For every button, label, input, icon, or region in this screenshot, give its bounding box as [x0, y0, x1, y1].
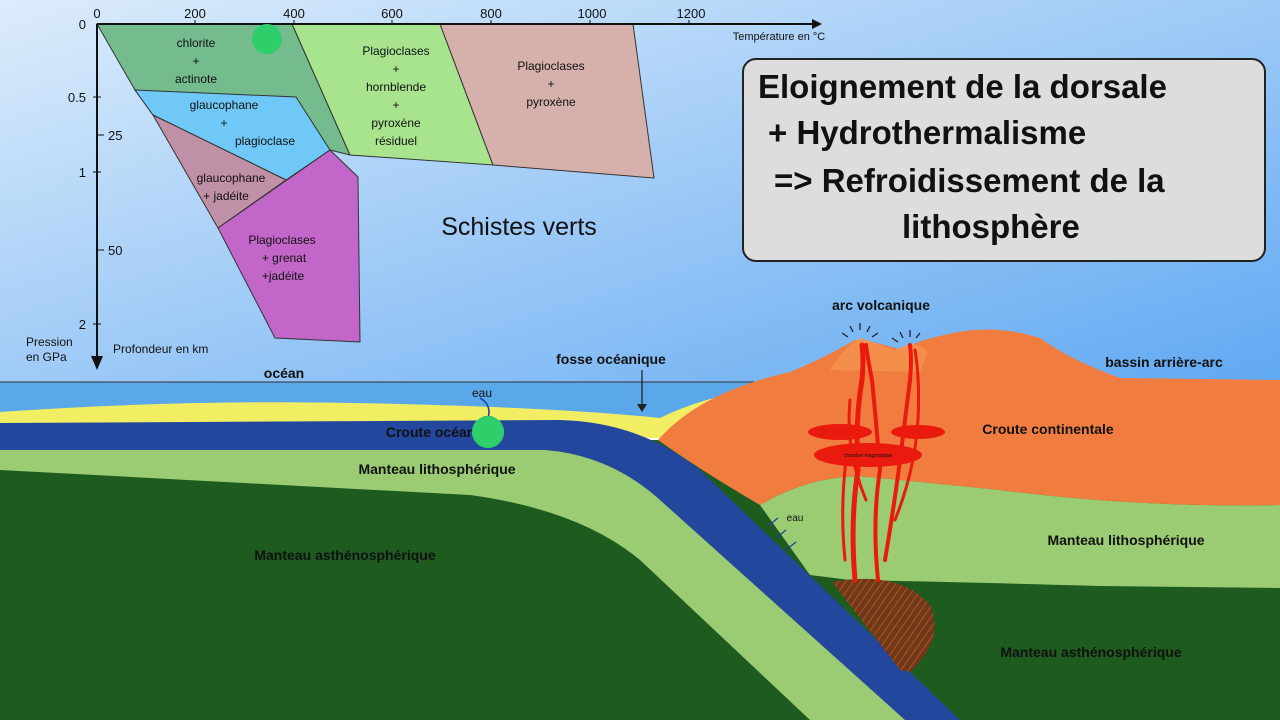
- pressure-tick-2: 2: [79, 317, 86, 332]
- schistes-verts-label: Schistes verts: [441, 213, 597, 241]
- label-manteau-litho-right: Manteau lithosphérique: [1047, 532, 1204, 548]
- temperature-ticks: [194, 20, 690, 24]
- label-arc-volcanique: arc volcanique: [832, 297, 930, 313]
- facies-glauco-jad-1: glaucophane: [197, 171, 266, 185]
- partial-melting-zone: [832, 578, 935, 672]
- depth-tick-25: 25: [108, 128, 122, 143]
- pt-diagram: 0 200 400 600 800 1000 1200 Température …: [26, 6, 825, 370]
- facies-eclogite-3: +jadéite: [262, 269, 305, 283]
- label-bassin-arriere-arc: bassin arrière-arc: [1105, 354, 1223, 370]
- facies-eclogite-1: Plagioclases: [248, 233, 315, 247]
- label-manteau-litho-left: Manteau lithosphérique: [358, 461, 515, 477]
- facies-glauco-plag-1: glaucophane: [190, 98, 259, 112]
- fosse-arrow-head: [637, 404, 647, 412]
- pressure-tick-0-5: 0.5: [68, 90, 86, 105]
- water-arrow-top: [479, 397, 490, 419]
- temp-tick-0: 0: [93, 6, 100, 21]
- facies-amphibolite-6: résiduel: [375, 134, 417, 148]
- temperature-axis-label: Température en °C: [733, 31, 825, 43]
- callout-box: Eloignement de la dorsale + Hydrothermal…: [742, 58, 1266, 262]
- magma-chamber: [814, 443, 922, 467]
- label-fosse-oceanique: fosse océanique: [556, 351, 666, 367]
- callout-line-1: Eloignement de la dorsale: [758, 68, 1167, 105]
- facies-amphibolite-4: +: [392, 98, 399, 112]
- facies-green-marker: [252, 24, 282, 54]
- eruption-marks: [841, 323, 921, 343]
- facies-granulite-2: +: [547, 77, 554, 91]
- label-eau-top: eau: [472, 386, 492, 400]
- zone-plagioclases-grenat-jadeite: [217, 149, 361, 343]
- facies-chlorite-3: actinote: [175, 72, 217, 86]
- facies-eclogite-2: + grenat: [262, 251, 307, 265]
- facies-glauco-jad-2: + jadéite: [203, 189, 249, 203]
- pressure-tick-1: 1: [79, 165, 86, 180]
- magma-chamber-label: chambre magmatique: [844, 453, 893, 459]
- pressure-tick-marks: [93, 96, 104, 325]
- label-manteau-astheno-left: Manteau asthénosphérique: [254, 547, 435, 563]
- label-ocean: océan: [264, 365, 304, 381]
- label-eau-side: eau: [787, 513, 804, 524]
- facies-chlorite-2: +: [192, 54, 199, 68]
- callout-line-4: lithosphère: [902, 208, 1080, 245]
- depth-axis-label: Profondeur en km: [113, 342, 208, 356]
- facies-granulite-1: Plagioclases: [517, 59, 584, 73]
- pressure-label-line1: Pression: [26, 335, 73, 349]
- water-arrows-side: [767, 517, 797, 551]
- pressure-axis-arrow: [91, 356, 103, 370]
- depth-tick-50: 50: [108, 243, 122, 258]
- temp-tick-1200: 1200: [677, 6, 706, 21]
- pressure-tick-0: 0: [79, 17, 86, 32]
- temp-tick-600: 600: [381, 6, 403, 21]
- magma-lens-right: [891, 425, 945, 439]
- facies-amphibolite-2: +: [392, 62, 399, 76]
- arc-summit-shading: [830, 338, 928, 372]
- temp-tick-400: 400: [283, 6, 305, 21]
- litho-mantle-right: [760, 476, 1280, 588]
- facies-glauco-plag-2: +: [220, 116, 227, 130]
- label-manteau-astheno-right: Manteau asthénosphérique: [1000, 644, 1181, 660]
- facies-amphibolite-5: pyroxène: [371, 116, 421, 130]
- oceanic-crust: [0, 420, 960, 720]
- facies-amphibolite-1: Plagioclases: [362, 44, 429, 58]
- temp-tick-200: 200: [184, 6, 206, 21]
- magma-lens-left: [808, 424, 872, 440]
- callout-line-2: + Hydrothermalisme: [768, 114, 1087, 151]
- temp-tick-800: 800: [480, 6, 502, 21]
- facies-amphibolite-3: hornblende: [366, 80, 426, 94]
- facies-glauco-plag-3: plagioclase: [235, 134, 295, 148]
- continental-crust: [658, 329, 1280, 506]
- label-croute-continentale: Croute continentale: [982, 421, 1114, 437]
- temp-tick-1000: 1000: [578, 6, 607, 21]
- temperature-axis-arrow: [812, 19, 822, 29]
- callout-line-3: => Refroidissement de la: [774, 162, 1165, 199]
- pressure-label-line2: en GPa: [26, 350, 67, 364]
- facies-granulite-3: pyroxène: [526, 95, 576, 109]
- crust-green-marker-front: [472, 416, 504, 448]
- facies-chlorite-1: chlorite: [177, 36, 216, 50]
